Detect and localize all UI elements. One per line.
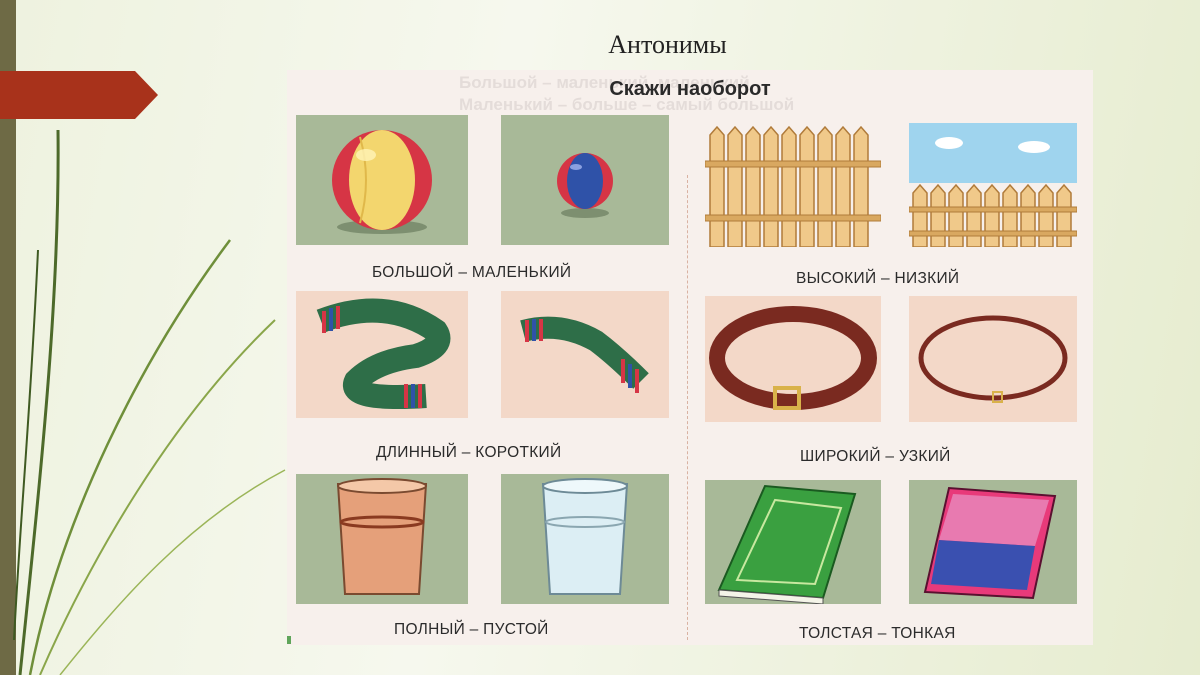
pair-caption: ДЛИННЫЙ – КОРОТКИЙ: [376, 444, 562, 461]
low-fence-image: [909, 123, 1077, 247]
wide-belt-image: [705, 296, 881, 422]
thin-book-image: [909, 480, 1077, 604]
long-scarf-image: [296, 291, 468, 418]
pair-caption: ТОЛСТАЯ – ТОНКАЯ: [799, 625, 956, 642]
accent-arrow-shape: [0, 71, 158, 119]
narrow-belt-image: [909, 296, 1077, 422]
panel-edge-mark: [287, 636, 291, 644]
pair-caption: ШИРОКИЙ – УЗКИЙ: [800, 448, 951, 465]
column-divider: [687, 175, 689, 640]
grass-decoration: [13, 129, 286, 675]
panel-heading: Скажи наоборот: [609, 78, 771, 100]
ghost-text: Большой – маленький, маленький Маленький…: [459, 73, 795, 114]
empty-glass-image: [501, 474, 669, 604]
tall-fence-image: [705, 125, 881, 247]
full-glass-image: [296, 474, 468, 604]
antonyms-panel: Большой – маленький, маленький Маленький…: [287, 70, 1093, 645]
pair-caption: ПОЛНЫЙ – ПУСТОЙ: [394, 621, 549, 638]
small-ball-image: [501, 115, 669, 245]
thick-book-image: [705, 480, 881, 604]
big-ball-image: [296, 115, 468, 245]
slide-title: Антонимы: [608, 30, 727, 59]
pair-caption: БОЛЬШОЙ – МАЛЕНЬКИЙ: [372, 264, 572, 281]
short-scarf-image: [501, 291, 669, 418]
left-decor-bar: [0, 0, 16, 675]
pair-caption: ВЫСОКИЙ – НИЗКИЙ: [796, 270, 960, 287]
